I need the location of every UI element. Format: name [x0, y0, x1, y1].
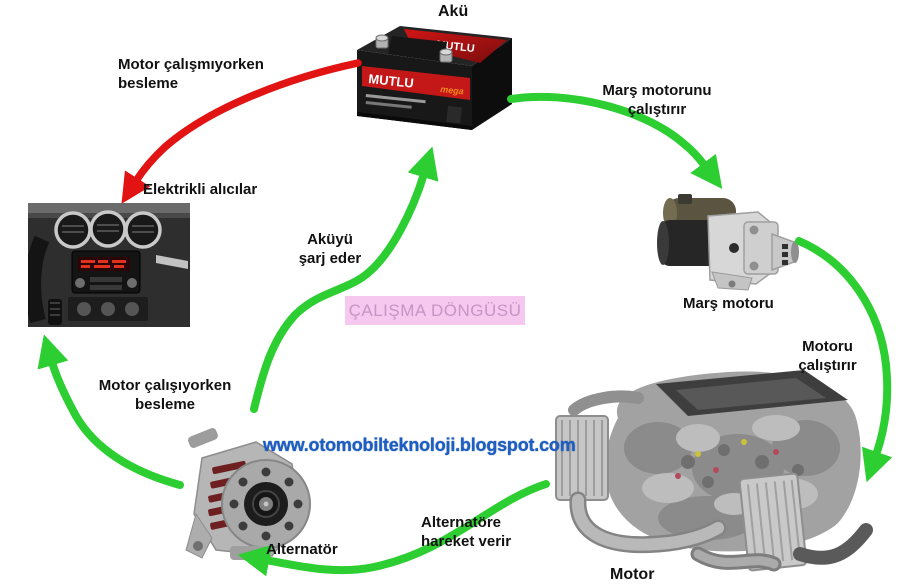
consumers-label: Elektrikli alıcılar: [143, 181, 258, 198]
engine-image: [555, 370, 873, 572]
arrow-label-battery-to-starter: Marş motorunu çalıştırır: [597, 82, 717, 120]
label-line: Motoru: [802, 338, 853, 355]
arrow-label-starter-to-engine: Motoru çalıştırır: [790, 338, 865, 376]
label-line: Aküyü: [307, 231, 353, 248]
battery-image: MUTLU MUTLU mega: [357, 26, 512, 130]
dashboard-image: [28, 203, 190, 327]
label-line: Motor çalışmıyorken: [118, 56, 264, 73]
arrow-label-alternator-to-consumers: Motor çalışıyorken besleme: [92, 377, 238, 415]
label-line: hareket verir: [421, 532, 512, 550]
label-line: Motor çalışıyorken: [98, 377, 232, 394]
watermark-url: www.otomobilteknoloji.blogspot.com: [263, 435, 576, 455]
label-line: şarj eder: [298, 249, 362, 267]
starter-motor-image: [657, 194, 799, 291]
label-line: çalıştırır: [627, 100, 687, 118]
alternator-label: Alternatör: [266, 541, 338, 558]
diagram-title: ÇALIŞMA DÖNGÜSÜ: [345, 296, 525, 325]
label-line: çalıştırır: [798, 356, 857, 374]
engine-label: Motor: [610, 566, 655, 583]
battery-brand-front: MUTLU: [368, 71, 415, 91]
arrow-label-engine-to-alternator: Alternatöre hareket verir: [421, 514, 511, 552]
label-line: besleme: [118, 74, 179, 92]
arrow-alternator-to-battery: [250, 146, 439, 413]
label-line: Marş motorunu: [602, 82, 712, 99]
battery-label: Akü: [438, 3, 469, 20]
battery-brand-sub: mega: [440, 84, 464, 96]
arrow-label-battery-to-consumers: Motor çalışmıyorken besleme: [118, 56, 264, 94]
label-line: Alternatöre: [421, 514, 502, 531]
arrow-label-alternator-to-battery: Aküyü şarj eder: [295, 231, 365, 269]
starter-label: Marş motoru: [683, 295, 774, 312]
label-line: besleme: [134, 395, 196, 413]
